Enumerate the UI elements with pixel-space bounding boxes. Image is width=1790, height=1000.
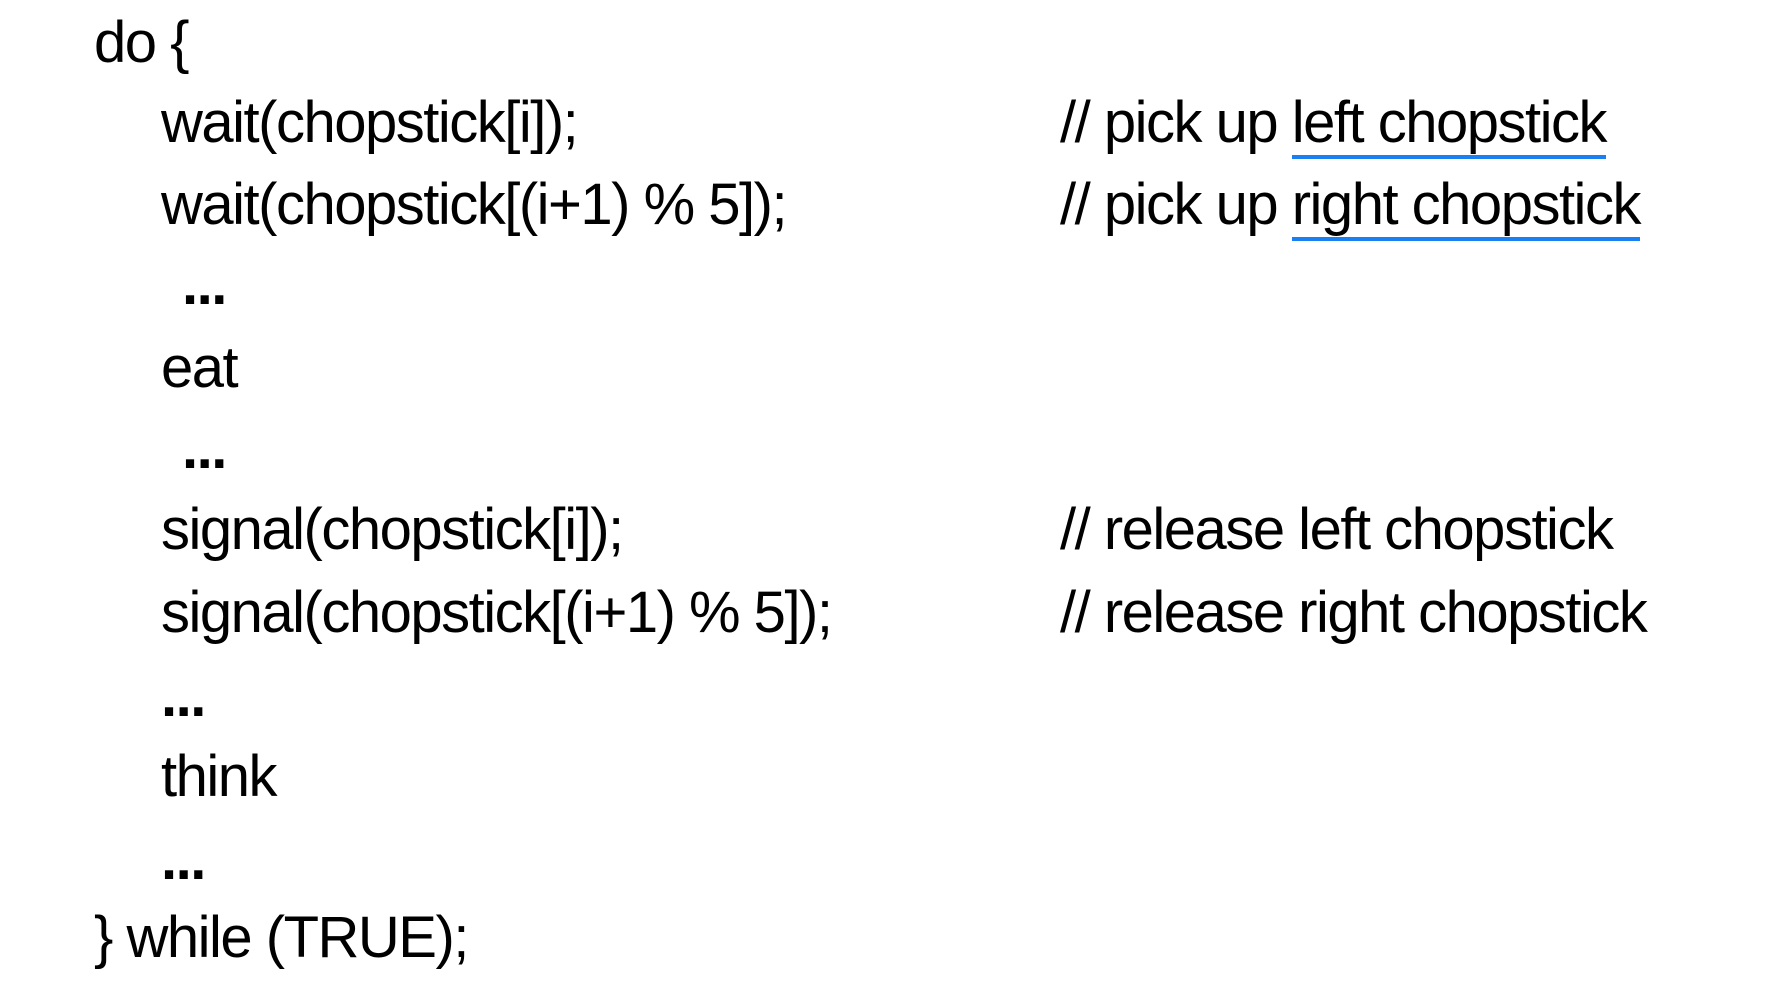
signal-right-line: signal(chopstick[(i+1) % 5]);	[161, 580, 833, 645]
do-open: do {	[94, 10, 190, 75]
comment-pick-right: // pick up right chopstick	[1060, 170, 1641, 241]
wait-right-line: wait(chopstick[(i+1) % 5]);	[161, 172, 788, 237]
think-line: think	[161, 744, 278, 809]
ellipsis: ...	[161, 827, 206, 892]
highlight-right-chopstick: right chopstick	[1291, 172, 1641, 241]
comment-prefix: // pick up	[1060, 90, 1292, 155]
comment-pick-left: // pick up left chopstick	[1060, 88, 1608, 159]
ellipsis: ...	[161, 664, 206, 729]
while-close: } while (TRUE);	[94, 905, 469, 970]
ellipsis: ...	[182, 416, 227, 481]
highlight-left-chopstick: left chopstick	[1291, 90, 1608, 159]
comment-release-left: // release left chopstick	[1060, 497, 1614, 562]
eat-line: eat	[161, 335, 239, 400]
signal-left-line: signal(chopstick[i]);	[161, 497, 624, 562]
comment-release-right: // release right chopstick	[1060, 580, 1648, 645]
ellipsis: ...	[182, 252, 227, 317]
comment-prefix: // pick up	[1060, 172, 1292, 237]
wait-left-line: wait(chopstick[i]);	[161, 90, 579, 155]
